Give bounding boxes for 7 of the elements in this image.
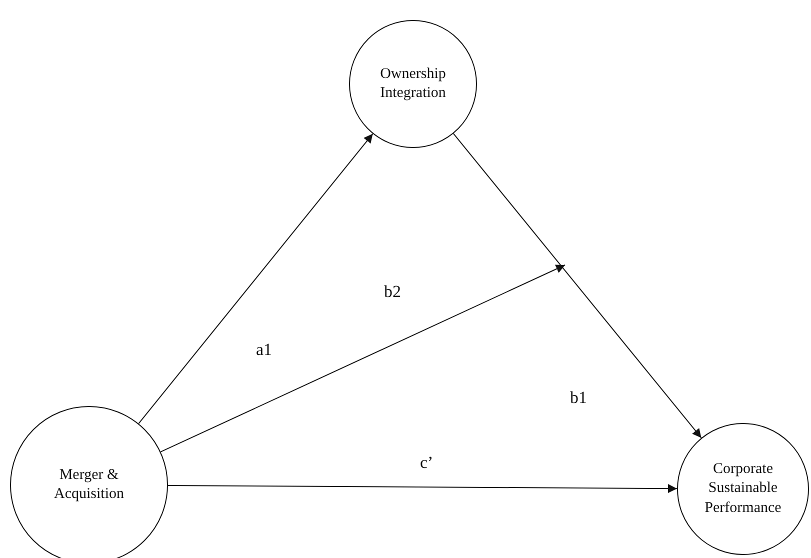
arrow bbox=[160, 264, 566, 452]
arrow bbox=[138, 133, 374, 424]
arrow bbox=[452, 133, 702, 438]
node-label: Merger & Acquisition bbox=[53, 466, 125, 504]
node-label: Ownership Integration bbox=[379, 64, 447, 103]
node-label: Corporate Sustainable Performance bbox=[704, 460, 782, 518]
arrow bbox=[168, 484, 678, 494]
